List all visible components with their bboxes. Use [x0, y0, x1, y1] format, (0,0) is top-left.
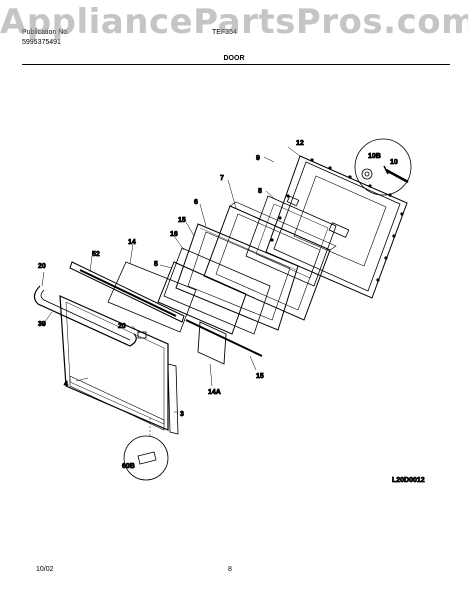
callout-14: 14: [128, 239, 136, 246]
footer-date: 10/02: [36, 566, 54, 573]
callout-9: 9: [256, 155, 260, 162]
leader-lines: [41, 146, 301, 436]
callout-20-center: 20: [118, 323, 126, 330]
hinge-channel: [185, 319, 263, 357]
callout-12: 12: [296, 140, 304, 147]
glass-frame: [203, 201, 337, 321]
hinge-bracket: [197, 321, 227, 365]
callout-39: 39: [38, 321, 46, 328]
inner-glass: [157, 261, 247, 335]
callout-10b: 10B: [368, 153, 381, 160]
outer-door-panel: [59, 295, 169, 431]
footer-page-number: 8: [228, 566, 232, 573]
callout-15-top: 15: [178, 217, 186, 224]
callout-16: 16: [170, 231, 178, 238]
callout-5: 5: [154, 261, 158, 268]
model-number: TEF354: [212, 29, 237, 36]
callout-60b: 60B: [122, 463, 135, 470]
door-insulation: [245, 195, 337, 287]
callout-8: 8: [258, 188, 262, 195]
callout-10: 10: [390, 159, 398, 166]
header-divider: [22, 64, 450, 65]
door-handle: [33, 285, 137, 347]
section-title: DOOR: [223, 55, 245, 62]
outer-glass: [107, 261, 197, 333]
callout-3: 3: [180, 411, 184, 418]
callout-14a: 14A: [208, 389, 221, 396]
callout-52: 52: [92, 251, 100, 258]
callout-6: 6: [194, 199, 198, 206]
publication-number: 5995375491: [22, 39, 61, 46]
window-pack: [175, 223, 299, 331]
diagram-code: L20D0012: [392, 477, 425, 484]
screw-detail: [354, 138, 412, 196]
callout-7: 7: [220, 175, 224, 182]
screw-detail-60b: [123, 435, 169, 481]
publication-label: Publication No.: [22, 29, 70, 36]
callout-15-bottom: 15: [256, 373, 264, 380]
callout-4: 4: [64, 381, 68, 388]
side-trim: [167, 363, 179, 435]
vent-trim: [69, 261, 185, 323]
callout-20-left: 20: [38, 263, 46, 270]
